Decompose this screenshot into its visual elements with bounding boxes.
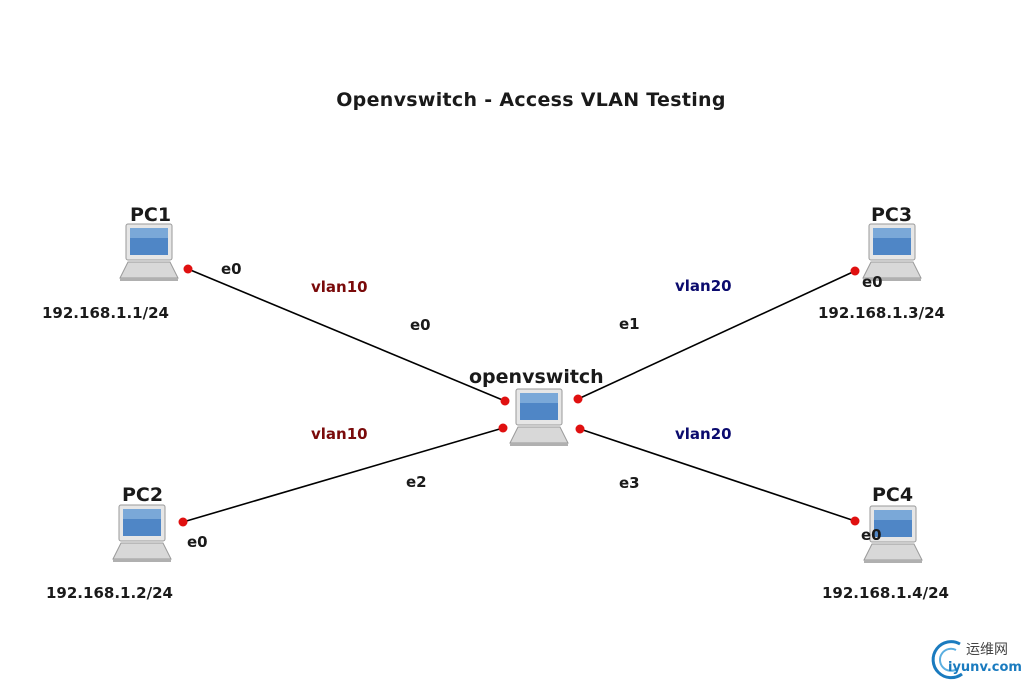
- port-dot-switch-e0: [500, 396, 510, 406]
- link-pc1-switch: [187, 268, 506, 402]
- port-dot-switch-e1: [573, 394, 583, 404]
- pc1-computer-icon[interactable]: [118, 222, 184, 282]
- pc2-name: PC2: [122, 484, 164, 506]
- switch-name: openvswitch: [469, 366, 604, 388]
- port-dot-pc2-e0: [178, 517, 188, 527]
- pc3-ip: 192.168.1.3/24: [818, 304, 945, 322]
- port-dot-pc4-e0: [850, 516, 860, 526]
- vlan-label-pc4: vlan20: [675, 425, 732, 443]
- switch-port-e3-label: e3: [619, 474, 640, 492]
- switch-port-e0-label: e0: [410, 316, 431, 334]
- watermark-cn-text: 运维网: [966, 642, 1008, 658]
- port-dot-pc1-e0: [183, 264, 193, 274]
- link-pc2-switch: [182, 427, 504, 523]
- pc4-port-label: e0: [861, 526, 882, 544]
- port-dot-pc3-e0: [850, 266, 860, 276]
- pc4-computer-icon[interactable]: [862, 504, 928, 564]
- pc2-port-label: e0: [187, 533, 208, 551]
- switch-port-e2-label: e2: [406, 473, 427, 491]
- pc2-ip: 192.168.1.2/24: [46, 584, 173, 602]
- link-pc4-switch: [579, 428, 856, 522]
- pc3-computer-icon[interactable]: [861, 222, 927, 282]
- vlan-label-pc1: vlan10: [311, 278, 368, 296]
- pc1-ip: 192.168.1.1/24: [42, 304, 169, 322]
- switch-computer-icon[interactable]: [508, 387, 574, 447]
- pc2-computer-icon[interactable]: [111, 503, 177, 563]
- port-dot-switch-e2: [498, 423, 508, 433]
- diagram-title: Openvswitch - Access VLAN Testing: [336, 89, 726, 111]
- watermark-en-text: iyunv.com: [948, 660, 1022, 675]
- link-pc3-switch: [577, 270, 856, 400]
- site-watermark: 运维网 iyunv.com: [926, 636, 1028, 682]
- pc1-port-label: e0: [221, 260, 242, 278]
- vlan-label-pc2: vlan10: [311, 425, 368, 443]
- pc4-name: PC4: [872, 484, 914, 506]
- vlan-label-pc3: vlan20: [675, 277, 732, 295]
- pc3-name: PC3: [871, 204, 913, 226]
- port-dot-switch-e3: [575, 424, 585, 434]
- pc4-ip: 192.168.1.4/24: [822, 584, 949, 602]
- watermark-logo-icon: [931, 640, 963, 680]
- pc3-port-label: e0: [862, 273, 883, 291]
- pc1-name: PC1: [130, 204, 172, 226]
- switch-port-e1-label: e1: [619, 315, 640, 333]
